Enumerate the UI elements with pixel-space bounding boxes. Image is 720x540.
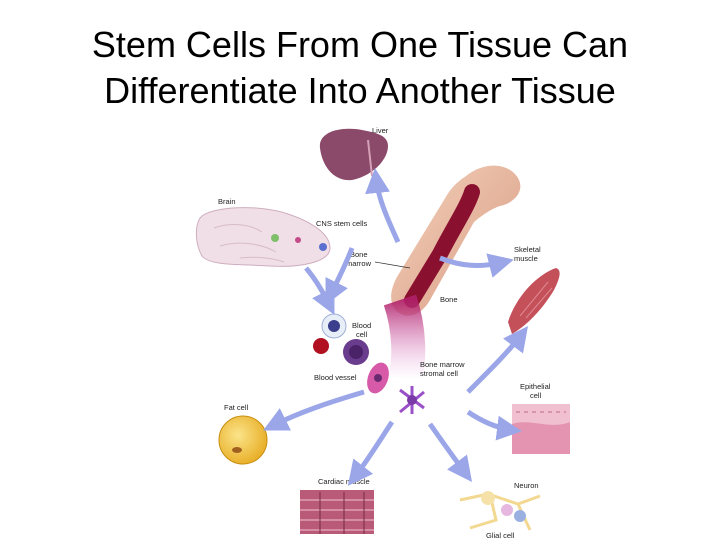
fat-cell-label: Fat cell: [224, 403, 249, 412]
arrow-to-skeletal-lower: [466, 326, 529, 394]
arrows: [263, 168, 529, 486]
cardiac-muscle-label: Cardiac muscle: [318, 477, 370, 486]
skeletal-muscle-label-2: muscle: [514, 254, 538, 263]
epithelial-label-2: cell: [530, 391, 542, 400]
skeletal-muscle-label-1: Skeletal: [514, 245, 541, 254]
neuron-label: Neuron: [514, 481, 539, 490]
title-line-2: Differentiate Into Another Tissue: [104, 70, 616, 111]
arrow-to-neuron: [427, 422, 472, 483]
cns-stem-cells-label: CNS stem cells: [316, 219, 368, 228]
arrow-to-epithelial: [466, 409, 522, 441]
liver-label: Liver: [372, 126, 389, 135]
stromal-cells-illustration: [367, 362, 425, 414]
arrow-to-liver: [365, 168, 401, 244]
arrow-from-brain-to-blood: [304, 266, 335, 315]
blood-vessel-label: Blood vessel: [314, 373, 357, 382]
brain-illustration: [195, 207, 331, 267]
blood-cell-label-1: Blood: [352, 321, 371, 330]
arrow-to-skeletal: [439, 253, 514, 278]
arrow-to-cardiac: [347, 420, 395, 486]
glial-cell-label: Glial cell: [486, 531, 515, 540]
blood-cells-illustration: [313, 313, 369, 365]
epithelial-illustration: [512, 404, 570, 454]
brain-label: Brain: [218, 197, 236, 206]
arrow-to-brain: [325, 247, 355, 305]
skeletal-muscle-illustration: [508, 268, 560, 334]
bone-marrow-label-2: marrow: [346, 259, 372, 268]
stromal-cell-label-1: Bone marrow: [420, 360, 465, 369]
cardiac-muscle-illustration: [300, 490, 374, 534]
stromal-cell-label-2: stromal cell: [420, 369, 458, 378]
bone-label: Bone: [440, 295, 458, 304]
slide-title: Stem Cells From One Tissue Can Different…: [0, 22, 720, 114]
neuron-glial-illustration: [459, 491, 541, 531]
bone-illustration: [383, 165, 521, 385]
liver-illustration: [319, 128, 388, 181]
arrow-to-fat: [263, 389, 365, 431]
title-line-1: Stem Cells From One Tissue Can: [91, 24, 629, 65]
bone-marrow-label-1: Bone: [350, 250, 368, 259]
fat-cell-illustration: [218, 415, 268, 465]
epithelial-label-1: Epithelial: [520, 382, 551, 391]
blood-cell-label-2: cell: [356, 330, 368, 339]
